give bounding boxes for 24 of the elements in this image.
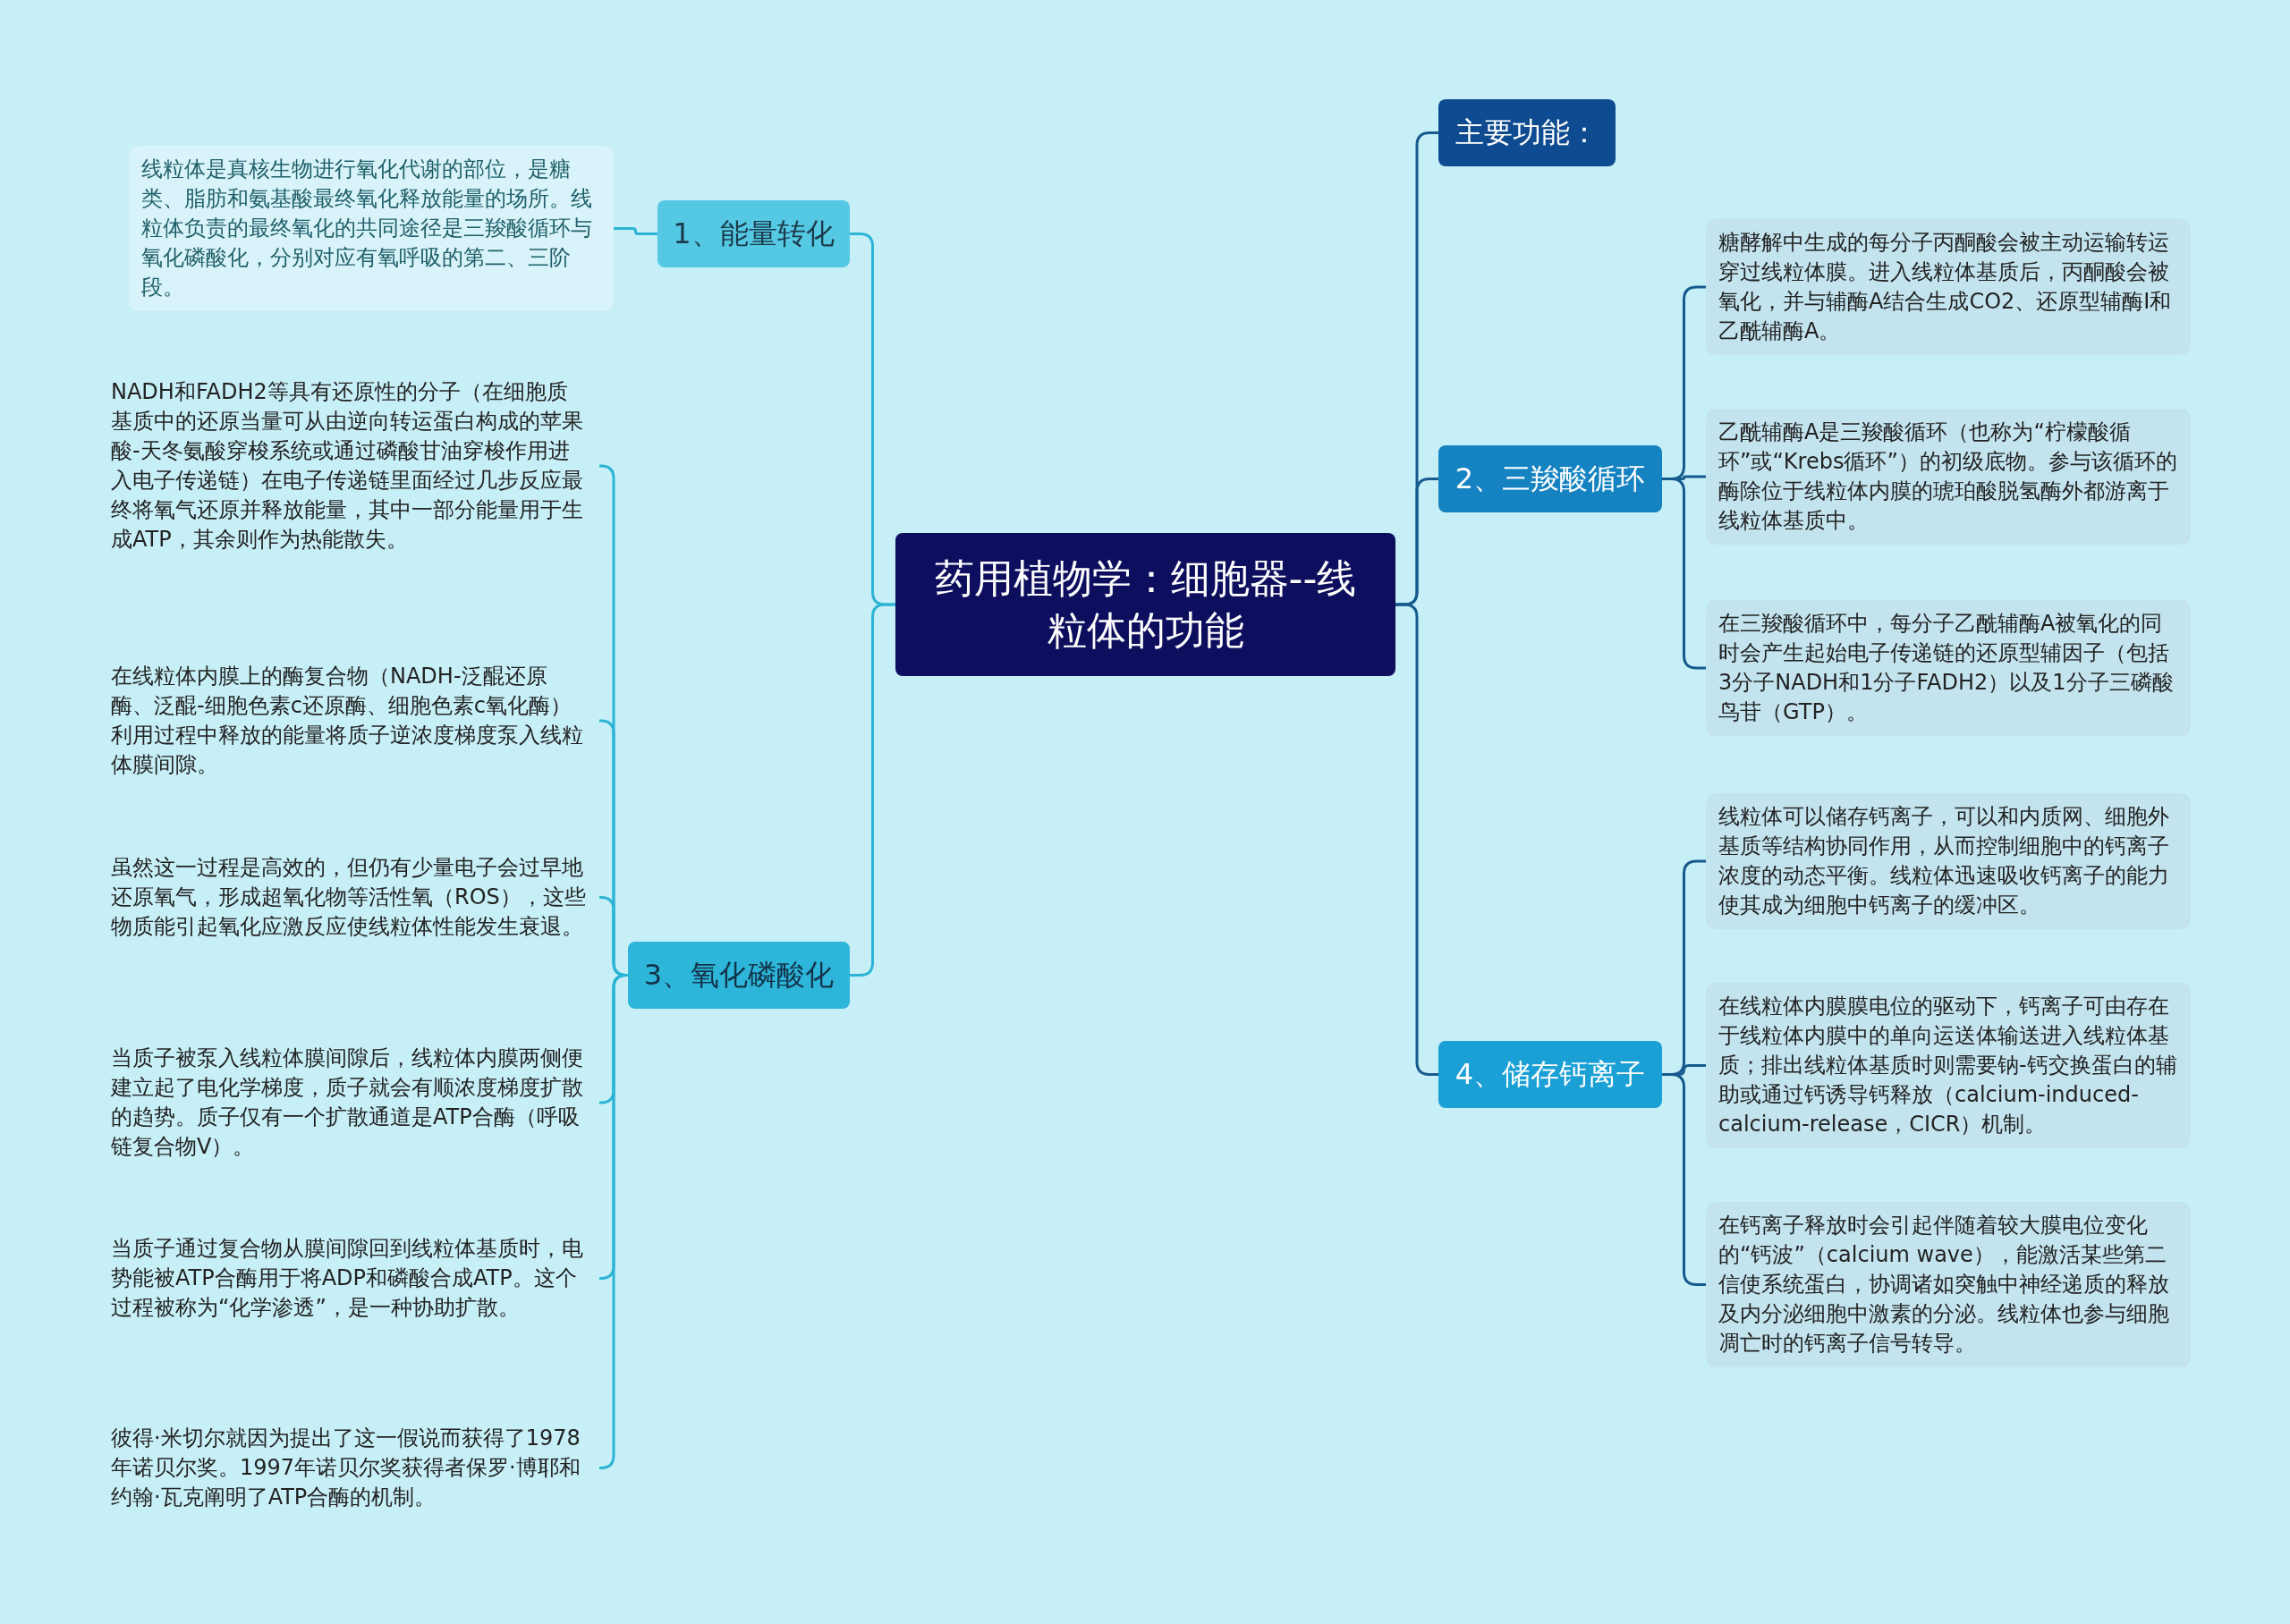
note-text: 在线粒体内膜上的酶复合物（NADH-泛醌还原酶、泛醌-细胞色素c还原酶、细胞色素c氧化酶）利用过程中释放的能量将质子逆浓度梯度泵入线粒体膜间隙。 [98, 653, 599, 789]
note-text: 虽然这一过程是高效的，但仍有少量电子会过早地还原氧气，形成超氧化物等活性氧（ROS），这些物质能引起氧化应激反应使线粒体性能发生衰退。 [98, 844, 599, 951]
branch-box: 2、三羧酸循环 [1438, 445, 1662, 512]
connector [1662, 478, 1706, 670]
branch-box: 主要功能： [1438, 99, 1616, 166]
note-box: 在钙离子释放时会引起伴随着较大膜电位变化的“钙波”（calcium wave），能激活某些第二信使系统蛋白，协调诸如突触中神经递质的释放及内分泌细胞中激素的分泌。线粒体也参与细胞凋亡时的钙离子信号转导。 [1706, 1202, 2191, 1367]
connector [1662, 1073, 1706, 1286]
note-box: 乙酰辅酶A是三羧酸循环（也称为“柠檬酸循环”或“Krebs循环”）的初级底物。参与该循环的酶除位于线粒体内膜的琥珀酸脱氢酶外都游离于线粒体基质中。 [1706, 409, 2191, 545]
note-box: 糖酵解中生成的每分子丙酮酸会被主动运输转运穿过线粒体膜。进入线粒体基质后，丙酮酸会被氧化，并与辅酶A结合生成CO2、还原型辅酶Ⅰ和乙酰辅酶A。 [1706, 219, 2191, 355]
topic-box: 药用植物学：细胞器--线粒体的功能 [895, 533, 1395, 676]
branch-box: 3、氧化磷酸化 [628, 942, 850, 1009]
connector [614, 227, 657, 235]
note-box: 线粒体是真核生物进行氧化代谢的部位，是糖类、脂肪和氨基酸最终氧化释放能量的场所。线粒体负责的最终氧化的共同途径是三羧酸循环与氧化磷酸化，分别对应有氧呼吸的第二、三阶段。 [129, 146, 614, 311]
note-text: NADH和FADH2等具有还原性的分子（在细胞质基质中的还原当量可从由逆向转运蛋白构成的苹果酸-天冬氨酸穿梭系统或通过磷酸甘油穿梭作用进入电子传递链）在电子传递链里面经过几步反应最终将氧气还原并释放能量，其中一部分能量用于生成ATP，其余则作为热能散失。 [98, 368, 599, 563]
note-text: 当质子被泵入线粒体膜间隙后，线粒体内膜两侧便建立起了电化学梯度，质子就会有顺浓度梯度扩散的趋势。质子仅有一个扩散通道是ATP合酶（呼吸链复合物V）。 [98, 1035, 599, 1171]
note-text: 当质子通过复合物从膜间隙回到线粒体基质时，电势能被ATP合酶用于将ADP和磷酸合成ATP。这个过程被称为“化学渗透”，是一种协助扩散。 [98, 1225, 599, 1332]
branch-box: 4、储存钙离子 [1438, 1041, 1662, 1108]
note-box: 线粒体可以储存钙离子，可以和内质网、细胞外基质等结构协同作用，从而控制细胞中的钙离子浓度的动态平衡。线粒体迅速吸收钙离子的能力使其成为细胞中钙离子的缓冲区。 [1706, 793, 2191, 929]
note-box: 在线粒体内膜膜电位的驱动下，钙离子可由存在于线粒体内膜中的单向运送体输送进入线粒体基质；排出线粒体基质时则需要钠-钙交换蛋白的辅助或通过钙诱导钙释放（calcium-induced-calcium-release，CICR）机制。 [1706, 983, 2191, 1148]
connector [1395, 603, 1438, 1076]
note-box: 在三羧酸循环中，每分子乙酰辅酶A被氧化的同时会产生起始电子传递链的还原型辅因子（包括3分子NADH和1分子FADH2）以及1分子三磷酸鸟苷（GTP）。 [1706, 600, 2191, 736]
branch-box: 1、能量转化 [657, 200, 850, 267]
connector [850, 603, 895, 977]
note-text: 彼得·米切尔就因为提出了这一假说而获得了1978年诺贝尔奖。1997年诺贝尔奖获得者保罗·博耶和约翰·瓦克阐明了ATP合酶的机制。 [98, 1415, 599, 1521]
